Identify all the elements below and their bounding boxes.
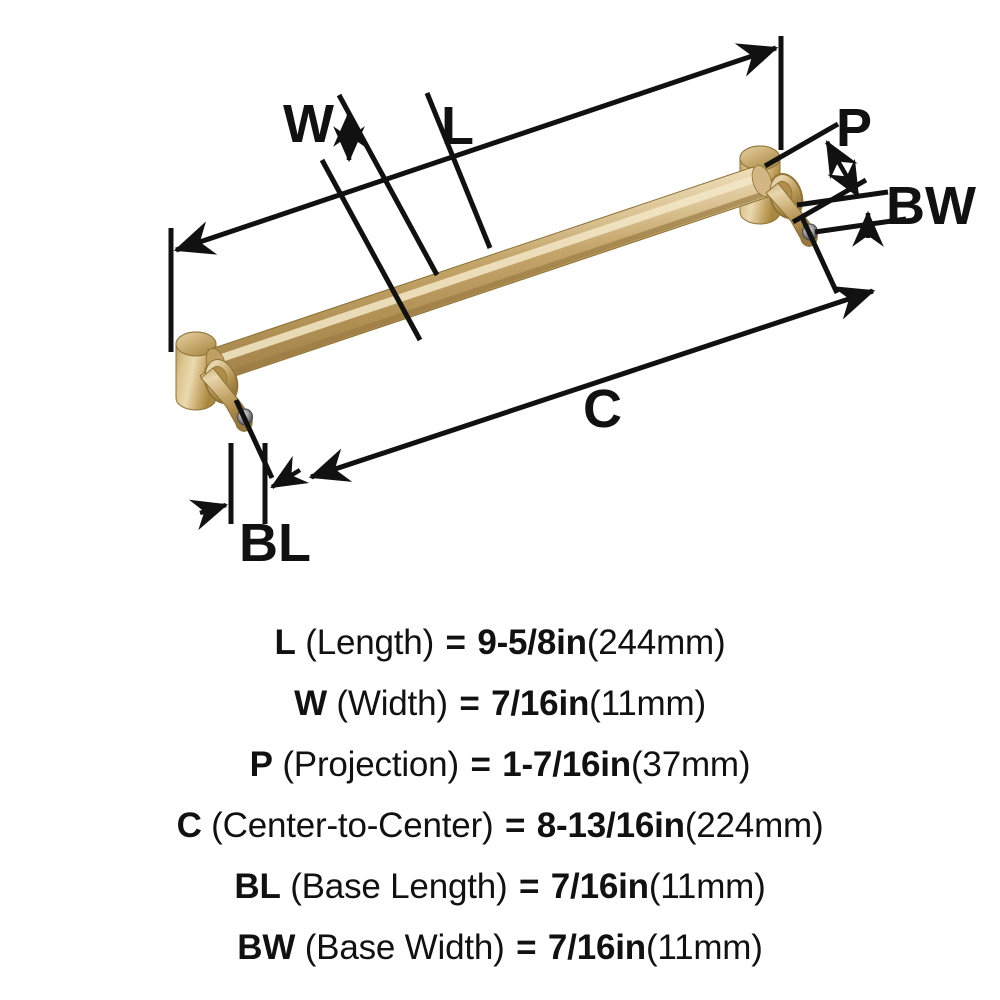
legend-code-W: W [294,684,327,723]
legend-name-P: (Projection) [272,745,469,784]
legend-value-BW: 7/16in [538,928,646,967]
leader-line-L [424,92,493,249]
leader-line-W-upper [336,93,440,277]
legend-value-C: 8-13/16in [527,806,685,845]
dimension-label-L: L [441,96,474,156]
dimension-arrow-C [308,286,876,482]
dimension-legend: L (Length) = 9-5/8in(244mm) W (Width) = … [0,612,1000,978]
dimension-line-L [168,36,784,352]
legend-value-P: 1-7/16in [492,745,631,784]
legend-name-C: (Center-to-Center) [201,806,504,845]
leader-line-L-stroke [424,92,493,249]
legend-code-BL: BL [234,867,281,906]
legend-metric-BW: (11mm) [645,928,763,967]
legend-row-C: C (Center-to-Center) = 8-13/16in(224mm) [0,795,1000,856]
legend-row-BL: BL (Base Length) = 7/16in(11mm) [0,856,1000,917]
legend-code-C: C [176,806,202,845]
legend-metric-BL: (11mm) [648,867,766,906]
dimension-arrow-BL-right [270,455,310,489]
dimension-label-P: P [836,98,872,158]
legend-row-W: W (Width) = 7/16in(11mm) [0,673,1000,734]
legend-row-P: P (Projection) = 1-7/16in(37mm) [0,734,1000,795]
extension-line-C-right [798,213,840,295]
legend-value-W: 7/16in [481,684,590,723]
legend-equals-BW: = [516,928,537,967]
legend-equals-W: = [459,684,480,723]
bar-pull-illustration [175,145,818,432]
legend-code-P: P [249,745,273,784]
legend-name-L: (Length) [295,623,444,662]
legend-row-BW: BW (Base Width) = 7/16in(11mm) [0,917,1000,978]
legend-equals-L: = [445,623,466,662]
dimension-drawing: W L P BW C BL [168,36,976,573]
dimension-line-BL [188,443,310,531]
legend-equals-C: = [505,806,526,845]
legend-name-W: (Width) [326,684,458,723]
dimension-label-W: W [283,94,334,154]
dimension-label-BL: BL [239,513,311,573]
dimension-arrow-P [825,140,860,198]
legend-metric-W: (11mm) [589,684,706,723]
legend-metric-C: (224mm) [684,806,824,845]
extension-line-P-upper [763,121,840,169]
legend-name-BL: (Base Length) [280,867,517,906]
dimension-line-BW [796,189,907,247]
dimension-arrow-BL-left [188,499,229,531]
dimension-label-C: C [583,379,622,439]
legend-value-BL: 7/16in [541,867,649,906]
legend-name-BW: (Base Width) [295,928,515,967]
legend-equals-BL: = [519,867,540,906]
legend-equals-P: = [470,745,491,784]
legend-value-L: 9-5/8in [467,623,587,662]
dimension-label-BW: BW [886,176,976,236]
legend-code-BW: BW [237,928,296,967]
legend-metric-P: (37mm) [630,745,751,784]
legend-row-L: L (Length) = 9-5/8in(244mm) [0,612,1000,673]
extension-line-BW-upper [796,189,889,208]
legend-metric-L: (244mm) [586,623,726,662]
dimension-arrow-L [173,43,779,255]
legend-code-L: L [274,623,296,662]
